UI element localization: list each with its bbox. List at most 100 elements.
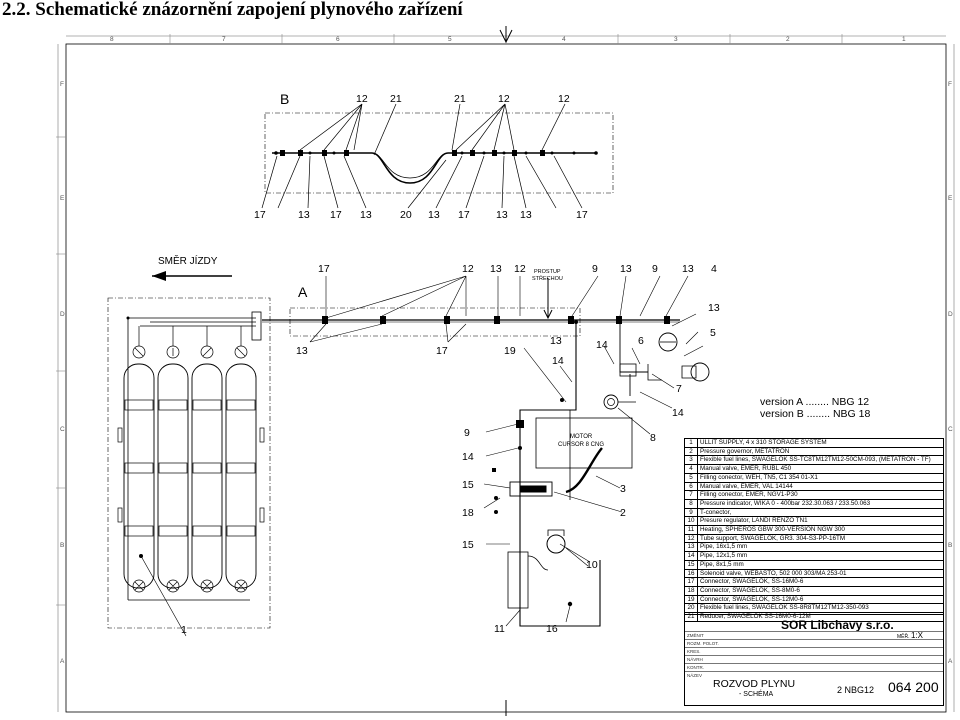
part-number: 19 xyxy=(684,594,698,605)
title-row-label: ZMĚNIT xyxy=(687,633,704,638)
direction-label: SMĚR JÍZDY xyxy=(158,254,218,267)
row-marker: E xyxy=(60,195,65,202)
callout-number: 13 xyxy=(620,263,632,275)
callout-number: 14 xyxy=(552,355,564,367)
part-number: 20 xyxy=(684,603,698,614)
part-number: 14 xyxy=(684,551,698,561)
part-description: Connector, SWAGELOK, SS-8M0-6 xyxy=(697,585,944,596)
part-number: 18 xyxy=(684,585,698,596)
row-marker: B xyxy=(60,542,64,549)
callout-number: 21 xyxy=(454,93,466,105)
part-number: 6 xyxy=(684,481,698,492)
col-marker: 4 xyxy=(562,36,566,43)
detail-a xyxy=(262,275,710,627)
callout-number: 10 xyxy=(586,559,598,571)
direction-arrow: SMĚR JÍZDY xyxy=(152,254,232,281)
row-marker: F xyxy=(948,81,952,88)
callout-number: 17 xyxy=(576,209,588,221)
col-marker: 3 xyxy=(674,36,678,43)
drawing-code-small: 2 NBG12 xyxy=(837,685,875,695)
callout-number: 12 xyxy=(356,93,368,105)
col-marker: 1 xyxy=(902,36,906,43)
callout-number: 5 xyxy=(710,327,716,339)
storage-system xyxy=(107,297,271,637)
part-number: 1 xyxy=(684,438,698,448)
callout-number: 11 xyxy=(494,623,505,635)
part-number: 2 xyxy=(684,446,698,457)
callout-number: 12 xyxy=(514,263,526,275)
col-marker: 7 xyxy=(222,36,226,43)
callout-number: 17 xyxy=(330,209,342,221)
callout-number: 17 xyxy=(458,209,470,221)
part-number: 11 xyxy=(684,525,698,535)
title-row-label: NÁVRH xyxy=(687,657,703,662)
callout-number: 18 xyxy=(462,507,474,519)
title-row-label: KRES. xyxy=(687,649,701,654)
callout-number: 13 xyxy=(682,263,694,275)
row-marker: A xyxy=(60,658,65,665)
callout-number: 7 xyxy=(676,383,682,395)
callout-number: 4 xyxy=(711,263,717,275)
callout-number: 6 xyxy=(638,335,644,347)
detail-a-label: A xyxy=(298,284,308,300)
part-description: T-conector, xyxy=(697,507,944,518)
drawing-code-large: 064 200 xyxy=(888,679,939,695)
part-number: 4 xyxy=(684,464,698,474)
version-a: version A ........ NBG 12 xyxy=(760,396,870,408)
callout-number: 12 xyxy=(498,93,510,105)
callout-number: 15 xyxy=(462,479,474,491)
callout-number: 20 xyxy=(400,209,412,221)
callout-number: 13 xyxy=(360,209,372,221)
part-number: 10 xyxy=(684,516,698,527)
part-description: Pipe, 16x1,5 mm xyxy=(697,542,944,553)
callout-number: 16 xyxy=(546,623,558,635)
title-row-label: NÁZEV xyxy=(687,673,703,678)
col-marker: 8 xyxy=(110,36,114,43)
part-number: 13 xyxy=(684,542,698,553)
callout-number: 3 xyxy=(620,483,626,495)
part-description: Pressure governor, METATRON xyxy=(697,446,944,457)
callout-number: 13 xyxy=(296,345,308,357)
page-heading: 2.2. Schematické znázornění zapojení ply… xyxy=(2,0,463,20)
callout-number: 13 xyxy=(490,263,502,275)
callout-number: 21 xyxy=(390,93,402,105)
drawing-title: ROZVOD PLYNU xyxy=(713,678,796,690)
callout-number: 17 xyxy=(318,263,330,275)
row-marker: F xyxy=(60,81,64,88)
row-marker: C xyxy=(60,426,65,433)
part-description: Filling conector, EMER, NGV1-P30 xyxy=(697,490,944,500)
callout-number: 1 xyxy=(181,624,187,636)
part-number: 9 xyxy=(684,507,698,518)
part-description: Solenoid valve, WEBASTO, 502 000 303/MA … xyxy=(697,568,944,579)
part-description: ULLIT SUPPLY, 4 x 310 STORAGE SYSTEM xyxy=(697,438,944,448)
callout-number: 17 xyxy=(254,209,266,221)
drawing-subtitle: - SCHÉMA xyxy=(739,691,774,698)
callout-number: 13 xyxy=(298,209,310,221)
motor-label: CURSOR 8 CNG xyxy=(558,442,604,448)
callout-number: 19 xyxy=(504,345,516,357)
col-marker: 2 xyxy=(786,36,790,43)
part-number: 5 xyxy=(684,472,698,483)
part-description: Pipe, 12x1,5 mm xyxy=(697,551,944,561)
roof-label: PROSTUP xyxy=(534,269,561,275)
scale-label: MĚŘ. xyxy=(897,634,910,640)
version-b: version B ........ NBG 18 xyxy=(760,408,871,420)
callout-number: 13 xyxy=(428,209,440,221)
part-description: Manual valve, EMER, RUBL 450 xyxy=(697,464,944,474)
part-description: Heating, SPHEROS GBW 300-VERSION NGW 300 xyxy=(697,525,944,535)
callout-number: 17 xyxy=(436,345,448,357)
title-row-label: KONTR. xyxy=(687,665,705,670)
